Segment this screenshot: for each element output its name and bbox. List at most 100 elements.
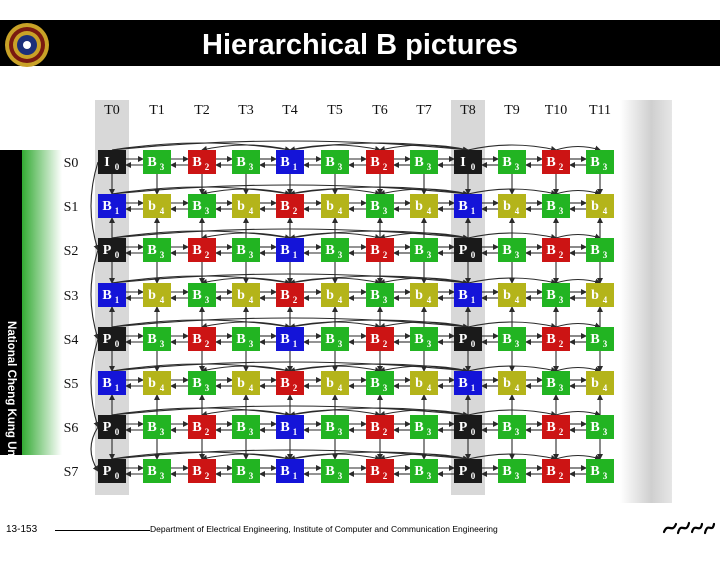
frame-level-label: 4 [160, 383, 165, 393]
frame-level-label: 3 [603, 471, 608, 481]
frame-type-label: B [590, 420, 599, 435]
frame-level-label: 4 [338, 295, 343, 305]
frame-type-label: B [370, 155, 379, 170]
frame-level-label: 0 [115, 471, 120, 481]
frame-box [232, 150, 260, 174]
frame-box [410, 371, 438, 395]
frame-type-label: b [148, 288, 156, 303]
time-label: T1 [149, 103, 165, 118]
frame-type-label: b [148, 199, 156, 214]
frame-type-label: b [326, 288, 334, 303]
frame-box [188, 327, 216, 351]
frame-box [98, 194, 126, 218]
frame-type-label: B [236, 155, 245, 170]
frame-box [410, 194, 438, 218]
frame-type-label: B [502, 420, 511, 435]
frame-type-label: B [236, 464, 245, 479]
frame-level-label: 3 [205, 206, 210, 216]
frame-level-label: 2 [383, 427, 388, 437]
slide-title: Hierarchical B pictures [202, 29, 518, 61]
frame-level-label: 3 [160, 250, 165, 260]
frame-level-label: 2 [559, 162, 564, 172]
time-label: T0 [104, 103, 120, 118]
frame-level-label: 1 [115, 383, 120, 393]
frame-type-label: B [102, 288, 111, 303]
frame-box [410, 459, 438, 483]
prediction-arrow [90, 161, 100, 251]
frame-box [276, 194, 304, 218]
frame-level-label: 4 [249, 383, 254, 393]
frame-level-label: 2 [383, 471, 388, 481]
frame-box [232, 238, 260, 262]
frame-level-label: 3 [603, 250, 608, 260]
frame-level-label: 2 [383, 339, 388, 349]
frame-box [366, 327, 394, 351]
frame-box [232, 459, 260, 483]
frame-box [542, 194, 570, 218]
frame-level-label: 3 [559, 295, 564, 305]
frame-type-label: b [503, 199, 511, 214]
prediction-arrow [555, 454, 601, 461]
prediction-arrow [289, 363, 469, 374]
prediction-arrow [111, 142, 291, 153]
frame-type-label: B [414, 155, 423, 170]
frame-level-label: 3 [515, 162, 520, 172]
frame-box [276, 371, 304, 395]
frame-type-label: b [591, 376, 599, 391]
frame-type-label: P [103, 464, 112, 479]
time-label: T11 [589, 103, 611, 118]
frame-type-label: B [590, 332, 599, 347]
frame-type-label: B [325, 243, 334, 258]
time-label: T5 [327, 103, 343, 118]
prediction-arrow [555, 410, 601, 417]
frame-box [188, 459, 216, 483]
frame-level-label: 4 [515, 383, 520, 393]
frame-type-label: B [280, 288, 289, 303]
frame-box [321, 371, 349, 395]
frame-box [542, 238, 570, 262]
frame-box [498, 150, 526, 174]
frame-level-label: 2 [383, 162, 388, 172]
frame-type-label: B [236, 420, 245, 435]
frame-type-label: B [370, 376, 379, 391]
frame-level-label: 4 [603, 295, 608, 305]
frame-level-label: 3 [559, 383, 564, 393]
frame-level-label: 0 [115, 162, 120, 172]
frame-level-label: 3 [338, 471, 343, 481]
frame-box [321, 194, 349, 218]
frame-type-label: P [103, 332, 112, 347]
frame-type-label: B [546, 332, 555, 347]
frame-box [366, 194, 394, 218]
frame-box [276, 327, 304, 351]
frame-level-label: 3 [160, 427, 165, 437]
frame-level-label: 3 [559, 206, 564, 216]
frame-level-label: 1 [115, 295, 120, 305]
footer-divider [55, 530, 150, 531]
frame-box [143, 194, 171, 218]
prediction-arrow [111, 363, 291, 374]
frame-type-label: B [280, 199, 289, 214]
frame-type-label: B [546, 288, 555, 303]
frame-type-label: b [503, 376, 511, 391]
